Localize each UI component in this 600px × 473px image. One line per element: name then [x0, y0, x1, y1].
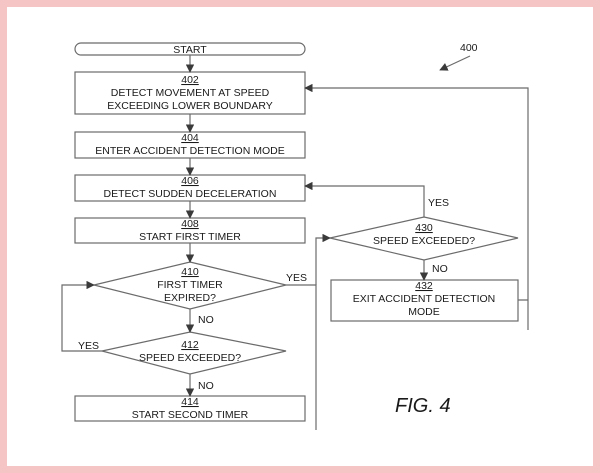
- edge-412-yes-label: YES: [78, 340, 99, 352]
- step-432-line1: EXIT ACCIDENT DETECTION: [353, 293, 496, 305]
- step-432-number: 432: [415, 280, 433, 292]
- edge-410-no-label: NO: [198, 314, 214, 326]
- decision-410-line2: EXPIRED?: [164, 292, 216, 304]
- step-404-text: ENTER ACCIDENT DETECTION MODE: [95, 145, 284, 157]
- decision-412-text: SPEED EXCEEDED?: [139, 352, 241, 364]
- decision-430-text: SPEED EXCEEDED?: [373, 235, 475, 247]
- edge-432-402: [304, 83, 529, 330]
- edge-410-yes-label: YES: [286, 272, 307, 284]
- edge-430-no-label: NO: [432, 263, 448, 275]
- decision-430-number: 430: [415, 222, 433, 234]
- start-label: START: [173, 44, 207, 56]
- reference-number: 400: [460, 42, 478, 54]
- edge-412-no-label: NO: [198, 380, 214, 392]
- step-402-number: 402: [181, 74, 199, 86]
- step-414-number: 414: [181, 396, 199, 408]
- flowchart: 400 START 402 DETECT MOVEMENT AT SPEED E…: [61, 42, 529, 430]
- step-414-text: START SECOND TIMER: [132, 409, 249, 421]
- edge-430-yes-406: [304, 181, 425, 217]
- decision-412-number: 412: [181, 339, 199, 351]
- step-414-box: [74, 395, 306, 422]
- figure-frame: 400 START 402 DETECT MOVEMENT AT SPEED E…: [7, 7, 593, 466]
- edge-412-yes-loop: [61, 280, 102, 352]
- step-406-number: 406: [181, 175, 199, 187]
- step-432-box: [330, 279, 519, 322]
- decision-410-line1: FIRST TIMER: [157, 279, 223, 291]
- reference-arrow: [439, 55, 471, 71]
- step-408-number: 408: [181, 218, 199, 230]
- step-404-number: 404: [181, 132, 199, 144]
- step-402-line2: EXCEEDING LOWER BOUNDARY: [107, 100, 273, 112]
- step-432-line2: MODE: [408, 306, 440, 318]
- step-406-text: DETECT SUDDEN DECELERATION: [104, 188, 277, 200]
- step-402-line1: DETECT MOVEMENT AT SPEED: [111, 87, 270, 99]
- step-402-box: [74, 71, 306, 115]
- edge-430-yes-label: YES: [428, 197, 449, 209]
- decision-410-number: 410: [181, 266, 199, 278]
- step-408-text: START FIRST TIMER: [139, 231, 241, 243]
- step-406-box: [74, 174, 306, 202]
- figure-label: FIG. 4: [395, 395, 451, 417]
- edge-to-430: [315, 233, 331, 285]
